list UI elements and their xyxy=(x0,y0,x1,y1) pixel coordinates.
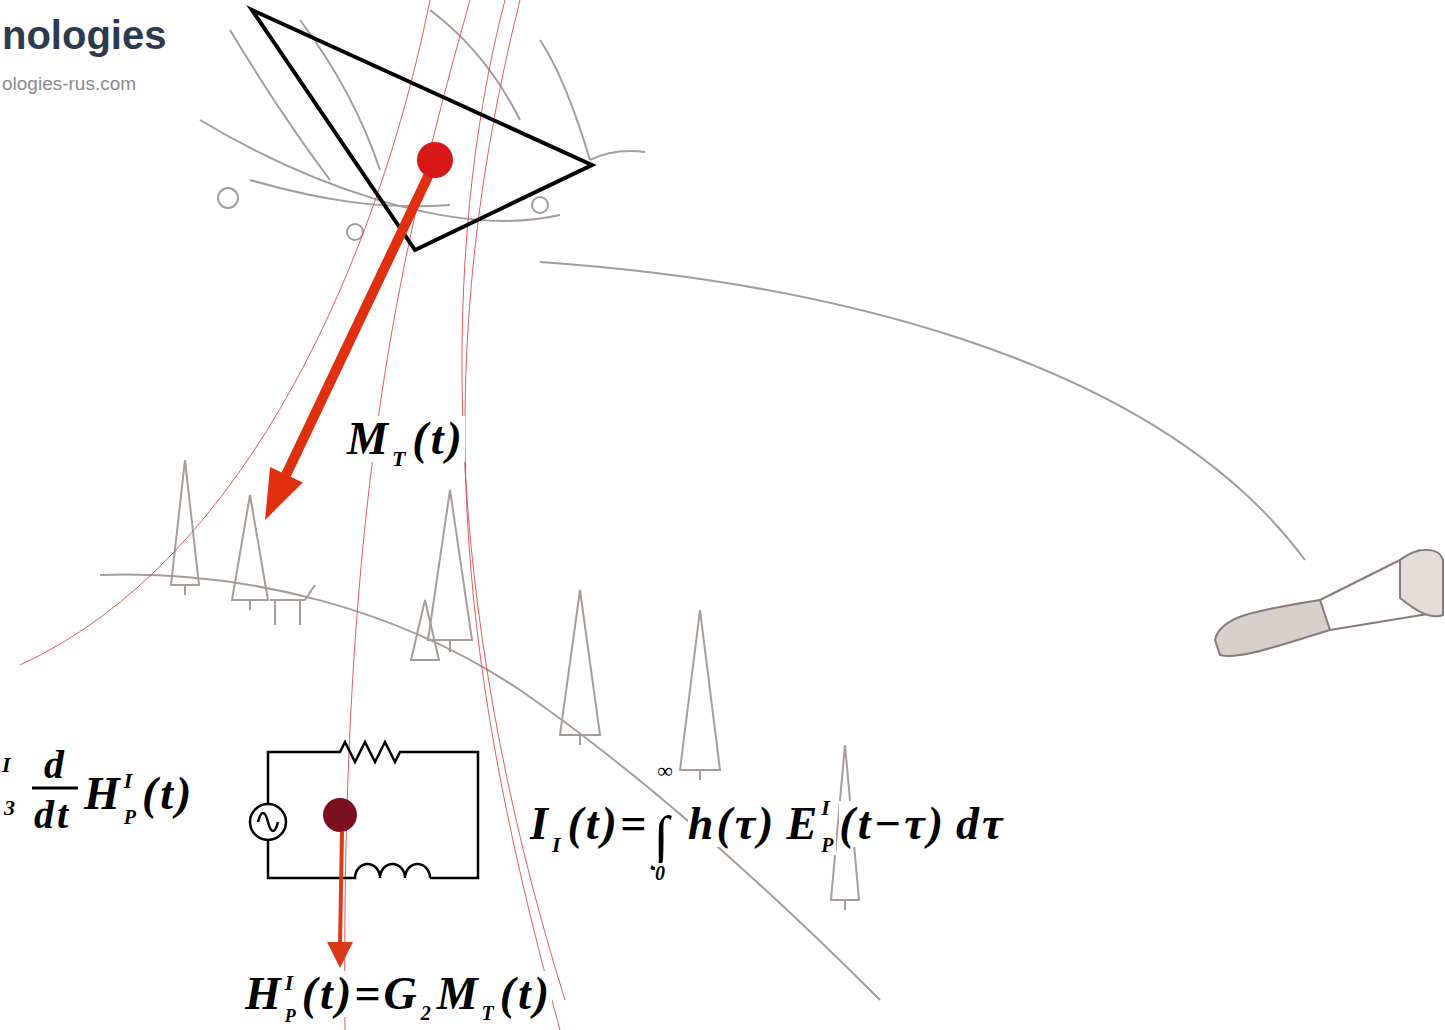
formula-symbol: d xyxy=(44,745,67,785)
formula-symbol: dt xyxy=(34,795,71,835)
formula-symbol: (t)= xyxy=(567,801,649,847)
receiver-dot xyxy=(323,798,357,832)
formula-symbol: I xyxy=(2,754,14,776)
formula-symbol: 2 xyxy=(421,1003,434,1023)
transmitter-dot xyxy=(417,142,453,178)
circuit-wire xyxy=(250,742,478,878)
formula-symbol: T xyxy=(482,1003,497,1023)
formula-symbol: E xyxy=(786,801,820,847)
formula-symbol: (t) xyxy=(412,416,464,462)
fraction-bar xyxy=(32,787,78,790)
formula-symbol: (t)=G xyxy=(302,971,420,1017)
formula-symbol: T xyxy=(392,448,408,470)
formula-symbol: P xyxy=(285,1007,299,1025)
formula-symbol: ∞ xyxy=(657,760,676,782)
formula-symbol: H xyxy=(245,971,284,1017)
formula-symbol: (t) xyxy=(500,971,552,1017)
formula-symbol: (t) xyxy=(142,771,194,817)
transmitter-loop xyxy=(252,10,592,250)
field-line xyxy=(20,0,565,1030)
formula-symbol: M xyxy=(347,416,391,462)
formula-symbol: I xyxy=(285,972,297,994)
formula-symbol: I xyxy=(552,834,564,856)
formula-symbol: M xyxy=(437,971,481,1017)
formula-symbol: 0 xyxy=(655,863,668,883)
formula-symbol: ∫ xyxy=(653,808,671,864)
hillside-sketch xyxy=(100,460,880,1000)
trajectory-line xyxy=(540,262,1305,560)
probe-sketch xyxy=(1215,550,1443,656)
formula-symbol: P xyxy=(124,807,139,827)
formula-symbol: I xyxy=(124,770,136,792)
formula-symbol: dτ xyxy=(956,801,1005,847)
moment-arrow xyxy=(265,168,432,520)
watermark-text: ologies-rus.com xyxy=(2,74,136,93)
field-arrow xyxy=(327,832,353,968)
formula-symbol: I xyxy=(821,797,833,819)
formula-symbol: H xyxy=(84,771,123,817)
airplane-sketch xyxy=(200,10,645,240)
formula-symbol: P xyxy=(821,835,836,855)
formula-symbol: h(τ) xyxy=(688,801,777,847)
formula-symbol: 3 xyxy=(4,797,18,819)
watermark-text: nologies xyxy=(2,15,166,55)
formula-symbol: (t−τ) xyxy=(839,801,946,847)
formula-symbol: I xyxy=(530,801,551,847)
